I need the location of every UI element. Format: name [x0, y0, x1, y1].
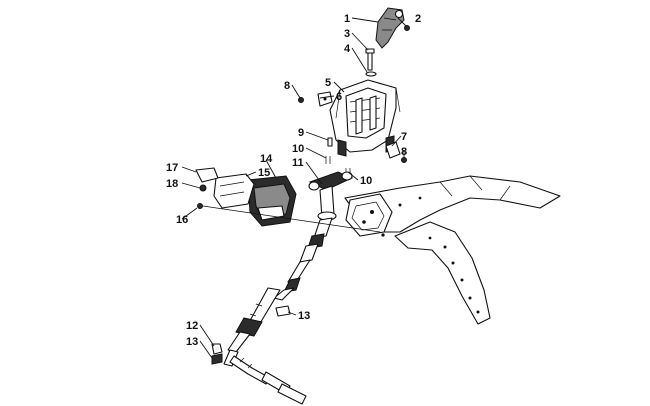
callout-14: 14	[260, 153, 273, 165]
lower-column-shaft	[223, 287, 281, 367]
rack-shaft	[229, 355, 307, 405]
callout-17: 17	[166, 162, 178, 174]
bolt-part-3	[365, 48, 375, 71]
cover-part-14	[247, 175, 297, 227]
screw-part-8-left	[298, 97, 304, 103]
clip-part-6	[317, 91, 333, 107]
bolt-part-13-lower	[211, 353, 223, 365]
callout-11: 11	[292, 157, 304, 169]
nut-part-12	[211, 343, 223, 355]
callout-6: 6	[336, 91, 342, 103]
callout-18: 18	[166, 178, 178, 190]
washer-part-4	[365, 71, 377, 77]
callout-13-lower: 13	[186, 336, 198, 348]
pin-part-9	[327, 137, 333, 147]
callout-labels: 1 2 3 4 5 6 7 8 8 9 10 10 11 12 13 13 14…	[166, 13, 421, 348]
handlebar-cap-part-1	[375, 7, 405, 49]
callout-1: 1	[344, 13, 350, 25]
frame-rivets	[362, 196, 480, 314]
clip-part-7	[385, 141, 401, 159]
trim-part-15	[213, 173, 255, 209]
nut-part-18	[199, 184, 207, 192]
callout-10-left: 10	[292, 143, 304, 155]
callout-9: 9	[298, 127, 304, 139]
callout-12: 12	[186, 320, 198, 332]
callout-13-upper: 13	[298, 310, 310, 322]
intermediate-shaft	[273, 217, 333, 301]
callout-10-right: 10	[360, 175, 372, 187]
sleeve-part-10-left	[325, 156, 331, 164]
callout-8-right: 8	[401, 146, 407, 158]
callout-8-left: 8	[284, 80, 290, 92]
column-tee-part-11	[308, 171, 354, 221]
callout-4: 4	[344, 43, 351, 55]
bolt-part-13-upper	[275, 305, 291, 317]
vehicle-frame	[344, 175, 561, 325]
callout-7: 7	[401, 131, 407, 143]
callout-5: 5	[325, 77, 331, 89]
screw-part-2	[404, 25, 410, 31]
callout-2: 2	[415, 13, 421, 25]
callout-15: 15	[258, 167, 270, 179]
callout-3: 3	[344, 28, 350, 40]
bracket-part-17	[195, 167, 219, 183]
leader-lines	[181, 17, 407, 359]
callout-16: 16	[176, 214, 188, 226]
screw-part-16	[197, 203, 203, 209]
screw-part-8-right	[401, 157, 407, 163]
